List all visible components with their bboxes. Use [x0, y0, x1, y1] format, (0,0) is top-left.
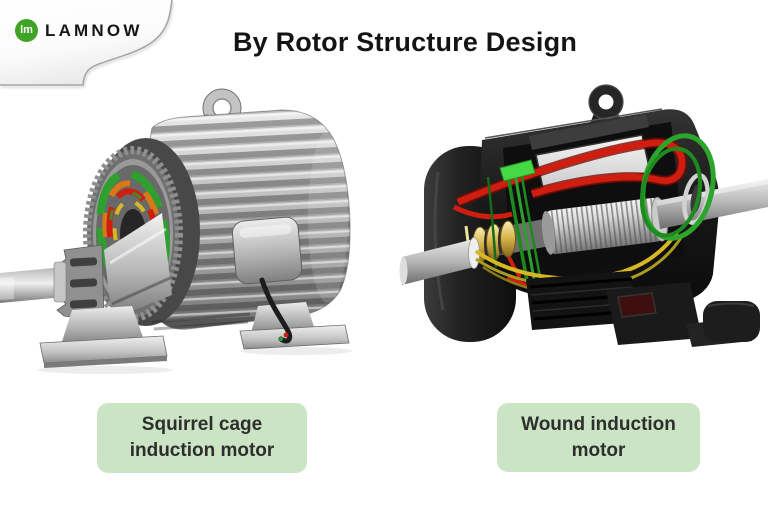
green-rotor-leads	[486, 159, 542, 282]
wound-induction-motor-image	[399, 84, 768, 347]
green-end-windings	[639, 133, 716, 241]
page-title: By Rotor Structure Design	[232, 27, 578, 57]
wound-motor-label: Wound induction motor	[497, 403, 700, 472]
lamnow-logo: lm LAMNOW	[15, 19, 143, 42]
power-cable	[259, 277, 293, 344]
logo-monogram: lm	[20, 24, 33, 36]
lamnow-logo-icon: lm	[15, 19, 38, 42]
squirrel-cage-label: Squirrel cage induction motor	[97, 403, 307, 473]
rotor-core	[541, 196, 668, 255]
lamnow-brand-text: LAMNOW	[45, 20, 143, 40]
mounting-feet	[606, 282, 760, 347]
junction-box	[231, 216, 303, 285]
label-line: motor	[571, 439, 626, 461]
logo-bubble	[0, 0, 173, 86]
motor-shaft	[0, 261, 67, 303]
rotor-cone	[104, 213, 172, 319]
label-line: Wound induction	[521, 413, 676, 435]
label-line: Squirrel cage	[141, 414, 263, 435]
label-line: induction motor	[129, 440, 275, 461]
squirrel-cage-motor-image	[0, 88, 352, 374]
